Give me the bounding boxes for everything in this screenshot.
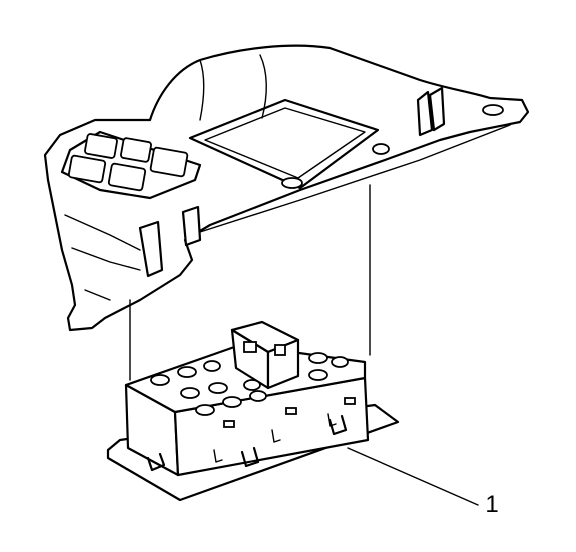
- switch-assembly: [106, 320, 400, 502]
- callout-number-1: 1: [485, 491, 499, 518]
- armrest-trim-panel: [43, 44, 530, 332]
- alignment-lines: [129, 184, 371, 381]
- callout-leader-line: [347, 447, 479, 506]
